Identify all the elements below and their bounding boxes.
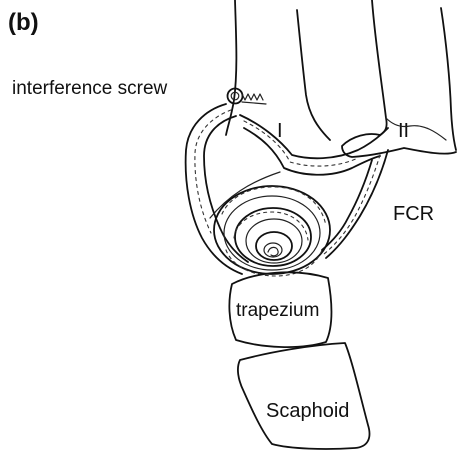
first-metacarpal — [226, 0, 330, 140]
fcr-tendon-graft — [186, 104, 388, 274]
panel-label: (b) — [8, 9, 39, 36]
trapezium-label: trapezium — [236, 300, 319, 321]
scaphoid-bone — [238, 343, 370, 449]
interference-screw-label: interference screw — [12, 78, 168, 99]
scaphoid-label: Scaphoid — [266, 400, 349, 422]
metacarpal-2-label: II — [398, 120, 409, 142]
tendon-coil — [214, 186, 330, 276]
fcr-label: FCR — [393, 203, 434, 225]
